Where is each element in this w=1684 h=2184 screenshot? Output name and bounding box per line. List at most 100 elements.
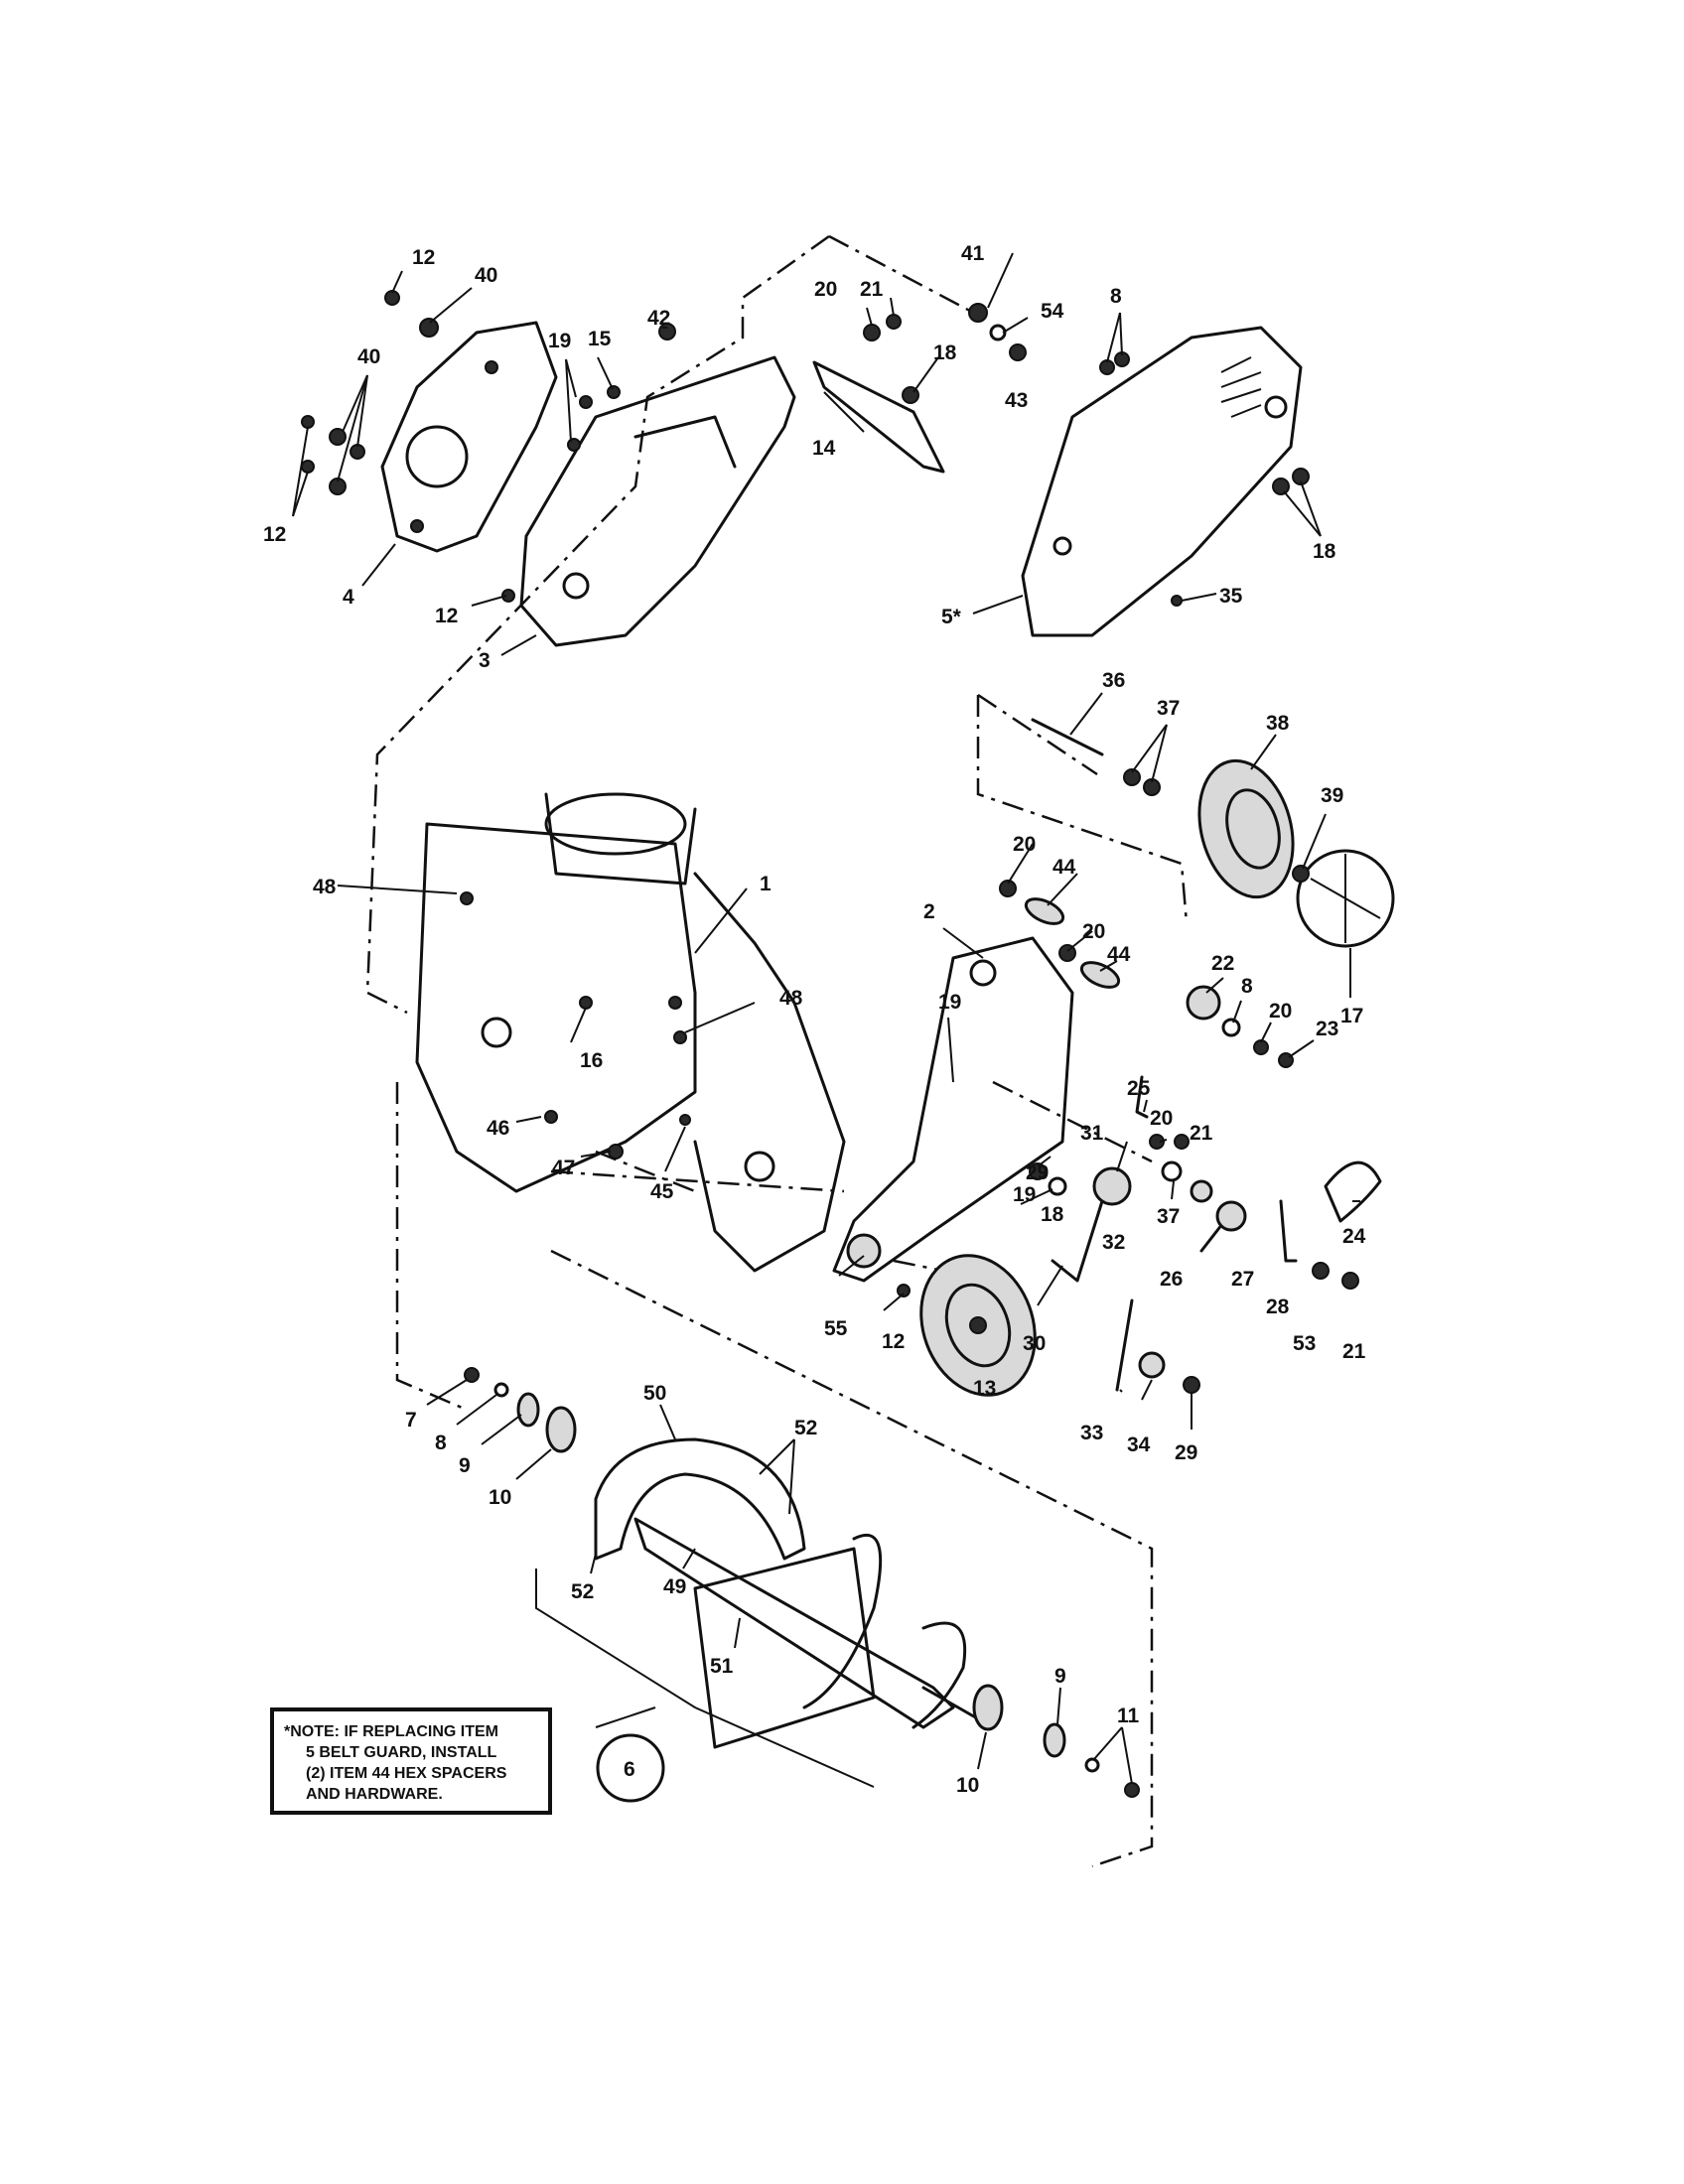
label-13: 13 <box>973 1377 996 1400</box>
label-18: 18 <box>1313 540 1336 563</box>
label-29: 29 <box>1175 1441 1197 1464</box>
label-17: 17 <box>1340 1005 1363 1027</box>
label-44: 44 <box>1052 856 1076 879</box>
part-13-pulley <box>919 1254 1037 1397</box>
label-53: 53 <box>1293 1332 1316 1355</box>
label-40: 40 <box>475 264 497 287</box>
label-45: 45 <box>650 1180 674 1203</box>
label-44: 44 <box>1107 943 1131 966</box>
note-line: 5 BELT GUARD, INSTALL <box>306 1744 497 1761</box>
label-12: 12 <box>412 246 435 269</box>
label-25: 25 <box>1127 1077 1151 1100</box>
label-41: 41 <box>961 242 985 265</box>
label-37: 37 <box>1157 697 1180 720</box>
part-6-auger-assembly <box>594 1437 995 1749</box>
label-35: 35 <box>1219 585 1243 608</box>
label-49: 49 <box>663 1575 686 1598</box>
label-20: 20 <box>814 278 837 301</box>
label-6: 6 <box>624 1758 635 1781</box>
label-20: 20 <box>1150 1107 1173 1130</box>
part-36-axle <box>1031 718 1104 756</box>
part-38-wheel <box>1197 758 1295 899</box>
label-20: 20 <box>1082 920 1105 943</box>
label-51: 51 <box>710 1655 734 1678</box>
label-10: 10 <box>956 1774 979 1797</box>
label-12: 12 <box>435 605 458 627</box>
part-6-callout <box>535 1569 875 1803</box>
label-43: 43 <box>1005 389 1028 412</box>
label-21: 21 <box>860 278 884 301</box>
label-47: 47 <box>552 1157 575 1179</box>
replacement-note: *NOTE: IF REPLACING ITEM 5 BELT GUARD, I… <box>270 1707 552 1815</box>
label-40: 40 <box>357 345 380 368</box>
label-54: 54 <box>1041 300 1064 323</box>
label-8: 8 <box>435 1432 447 1454</box>
label-46: 46 <box>487 1117 509 1140</box>
label-48: 48 <box>313 876 337 898</box>
label-15: 15 <box>588 328 612 350</box>
label-8: 8 <box>1110 285 1122 308</box>
note-line: *NOTE: IF REPLACING ITEM <box>284 1723 498 1740</box>
part-labels: 12 40 40 12 4 12 3 19 15 42 20 21 41 54 … <box>263 242 1366 1797</box>
label-5: 5* <box>941 606 962 628</box>
label-2: 2 <box>923 900 935 923</box>
label-31: 31 <box>1080 1122 1104 1145</box>
label-3: 3 <box>479 649 491 672</box>
part-14-bracket <box>812 360 945 474</box>
label-29: 29 <box>1026 1161 1049 1184</box>
part-24-belt <box>1324 1160 1382 1223</box>
part-17-hubcap <box>1296 849 1395 948</box>
label-7: 7 <box>405 1409 417 1432</box>
label-48: 48 <box>779 987 803 1010</box>
label-27: 27 <box>1231 1268 1254 1291</box>
label-11: 11 <box>1117 1705 1140 1727</box>
label-22: 22 <box>1211 952 1234 975</box>
note-line: AND HARDWARE. <box>306 1786 443 1803</box>
label-19: 19 <box>938 991 961 1014</box>
label-34: 34 <box>1127 1433 1151 1456</box>
label-12: 12 <box>263 523 286 546</box>
label-39: 39 <box>1321 784 1343 807</box>
label-42: 42 <box>647 307 670 330</box>
label-38: 38 <box>1266 712 1290 735</box>
label-9: 9 <box>459 1454 471 1477</box>
label-14: 14 <box>812 437 836 460</box>
note-line: (2) ITEM 44 HEX SPACERS <box>306 1765 507 1782</box>
label-18: 18 <box>1041 1203 1064 1226</box>
label-24: 24 <box>1342 1225 1366 1248</box>
part-2-side-plate <box>832 936 1074 1283</box>
label-19: 19 <box>1013 1183 1036 1206</box>
label-18: 18 <box>933 341 957 364</box>
label-36: 36 <box>1102 669 1125 692</box>
label-1: 1 <box>760 873 772 895</box>
label-52: 52 <box>794 1417 817 1439</box>
label-28: 28 <box>1266 1296 1290 1318</box>
label-23: 23 <box>1316 1018 1338 1040</box>
label-32: 32 <box>1102 1231 1125 1254</box>
label-12: 12 <box>882 1330 905 1353</box>
hardware-parts <box>301 290 1359 1798</box>
label-55: 55 <box>824 1317 848 1340</box>
label-30: 30 <box>1023 1332 1046 1355</box>
label-21: 21 <box>1190 1122 1213 1145</box>
part-3-chute-housing <box>519 355 796 647</box>
part-5-belt-guard <box>1021 326 1303 637</box>
label-8: 8 <box>1241 975 1253 998</box>
assembly-dash-lines <box>365 234 1189 1868</box>
label-10: 10 <box>489 1486 511 1509</box>
label-26: 26 <box>1160 1268 1183 1291</box>
label-9: 9 <box>1054 1665 1066 1688</box>
label-50: 50 <box>643 1382 666 1405</box>
part-4-side-plate <box>380 321 558 553</box>
label-20: 20 <box>1269 1000 1292 1023</box>
part-1-main-housing <box>415 792 846 1273</box>
label-37: 37 <box>1157 1205 1180 1228</box>
label-4: 4 <box>343 586 354 609</box>
label-20: 20 <box>1013 833 1036 856</box>
label-21: 21 <box>1342 1340 1366 1363</box>
label-52: 52 <box>571 1580 594 1603</box>
label-33: 33 <box>1080 1422 1103 1444</box>
label-19: 19 <box>548 330 571 352</box>
